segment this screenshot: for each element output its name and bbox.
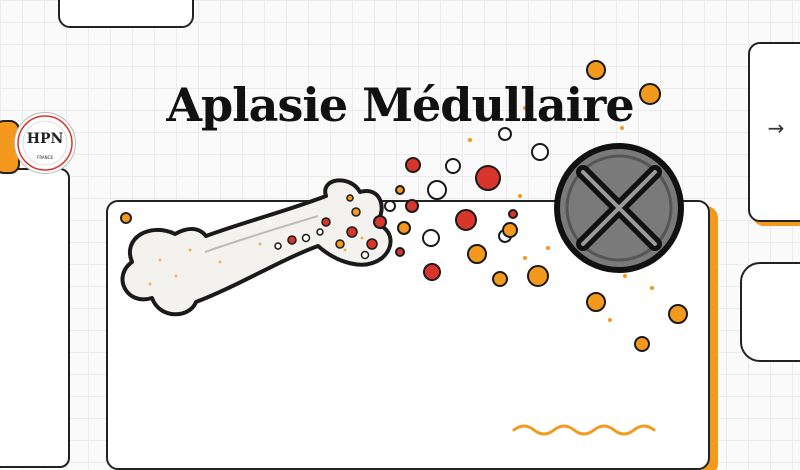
wave-icon <box>512 424 656 436</box>
left-edge-card <box>0 168 70 468</box>
arrow-right-icon[interactable]: → <box>767 116 785 140</box>
bone-icon <box>120 178 393 317</box>
top-card <box>58 0 194 28</box>
logo-subtitle: FRANCE <box>37 155 53 160</box>
right-bottom-card <box>740 262 800 362</box>
logo: HPN FRANCE <box>14 112 76 174</box>
logo-lettering: HPN <box>26 131 64 147</box>
card-dot <box>120 212 132 224</box>
blood-cells <box>373 60 688 352</box>
logo-ring <box>17 115 73 171</box>
blocked-circle-icon <box>554 143 684 273</box>
right-top-card <box>748 42 800 222</box>
page-title: Aplasie Médullaire <box>166 78 634 132</box>
